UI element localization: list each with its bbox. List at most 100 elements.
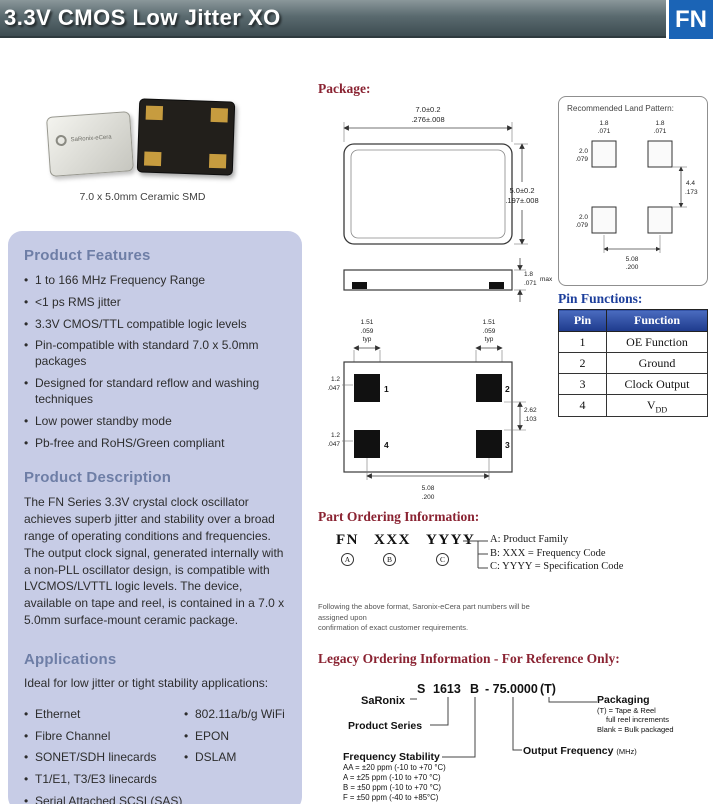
legacy-product-series-label: Product Series: [348, 720, 423, 732]
dim-pad-typ: typ: [485, 336, 494, 343]
ordering-heading: Part Ordering Information:: [318, 509, 480, 524]
dim-width-mm: 7.0±0.2: [416, 105, 441, 114]
description-text: The FN Series 3.3V crystal clock oscilla…: [24, 495, 285, 628]
application-item: EPON: [184, 729, 288, 745]
applications-heading: Applications: [24, 650, 117, 668]
series-badge-label: FN: [675, 5, 707, 33]
application-item: Serial Attached SCSI (SAS): [24, 794, 184, 804]
gold-pad-icon: [210, 107, 229, 123]
feature-item: Designed for standard reflow and washing…: [24, 376, 288, 408]
features-list: 1 to 166 MHz Frequency Range <1 ps RMS j…: [24, 273, 288, 451]
feature-item: 3.3V CMOS/TTL compatible logic levels: [24, 317, 288, 333]
dim-thick-mm: 1.8: [524, 271, 533, 278]
ordering-code-family: FN: [336, 532, 359, 548]
chip-photo-top: SaRonix-eCera: [46, 111, 134, 177]
legacy-output-frequency-label: Output Frequency (MHz): [523, 745, 637, 757]
chip-brand-label: SaRonix-eCera: [70, 134, 112, 144]
product-photos: SaRonix-eCera: [40, 92, 245, 188]
dim-gap-mm: 2.62: [524, 407, 537, 414]
feature-item: Pin-compatible with standard 7.0 x 5.0mm…: [24, 338, 288, 370]
ordering-label-b: B: XXX = Frequency Code: [490, 548, 606, 559]
package-heading: Package:: [318, 81, 371, 96]
column-header-function: Function: [606, 309, 708, 332]
legacy-code-stability: B: [470, 682, 480, 696]
dim-pad-w-in: .059: [361, 328, 374, 335]
lp-pad-w-mm: 1.8: [655, 120, 664, 127]
circle-c-icon: C: [436, 553, 449, 566]
feature-item: <1 ps RMS jitter: [24, 295, 288, 311]
series-badge: FN: [666, 0, 713, 42]
gold-pad-icon: [208, 153, 227, 169]
legacy-packaging-label: Packaging: [597, 694, 650, 706]
lp-pad-h-in: .079: [575, 222, 588, 229]
ordering-code: FN XXX YYYY: [336, 532, 475, 549]
applications-lists: Ethernet Fibre Channel SONET/SDH linecar…: [24, 698, 288, 804]
pin-cell: 4: [558, 393, 607, 418]
application-item: 802.11a/b/g WiFi: [184, 707, 288, 723]
table-header-row: Pin Function: [558, 309, 708, 332]
applications-col1: Ethernet Fibre Channel SONET/SDH linecar…: [24, 707, 184, 804]
land-pattern-heading: Recommended Land Pattern:: [567, 104, 674, 113]
ordering-label-a: A: Product Family: [490, 534, 569, 545]
column-header-pin: Pin: [558, 309, 607, 332]
land-pattern-drawing: 1.8 .071 1.8 .071 2.0 .079 2.0 .079 4.4 …: [575, 120, 698, 271]
pin-cell: 3: [558, 373, 607, 395]
table-row: 2 Ground: [558, 352, 708, 374]
circle-b-icon: B: [383, 553, 396, 566]
lp-hspan-in: .200: [626, 264, 639, 271]
header-bar: 3.3V CMOS Low Jitter XO: [0, 0, 713, 38]
pin-2-label: 2: [505, 384, 510, 394]
ordering-label-c: C: YYYY = Specification Code: [490, 561, 624, 572]
table-row: 3 Clock Output: [558, 373, 708, 395]
dim-gap-in: .103: [524, 416, 537, 423]
pin-3-label: 3: [505, 440, 510, 450]
applications-col2: 802.11a/b/g WiFi EPON DSLAM: [184, 707, 288, 804]
info-panel: Product Features 1 to 166 MHz Frequency …: [8, 231, 302, 804]
dim-height-in: .197±.008: [505, 196, 538, 205]
dim-pad-w-in: .059: [483, 328, 496, 335]
lp-pad-w-in: .071: [598, 128, 611, 135]
table-row: 4 VDD: [558, 393, 708, 418]
package-drawing: 7.0±0.2 .276±.008 5.0±0.2 .197±.008 1.8 …: [327, 105, 553, 501]
dim-pad-h-in: .047: [327, 385, 340, 392]
lp-pad-h-in: .079: [575, 156, 588, 163]
features-heading: Product Features: [24, 247, 151, 264]
lp-vspan-in: .173: [685, 189, 698, 196]
legacy-code-saronix: S: [417, 682, 426, 696]
lp-hspan-mm: 5.08: [626, 256, 639, 263]
legacy-packaging-block: Packaging (T) = Tape & Reel full reel in…: [597, 694, 709, 734]
chip-logo-icon: [55, 134, 68, 147]
pin-4-label: 4: [384, 440, 389, 450]
description-heading: Product Description: [24, 469, 172, 487]
applications-intro: Ideal for low jitter or tight stability …: [24, 675, 269, 690]
lp-pad-w-in: .071: [654, 128, 667, 135]
legacy-stability-block: Frequency Stability AA = ±20 ppm (-10 to…: [343, 751, 446, 803]
circle-a-icon: A: [341, 553, 354, 566]
legacy-code-series: 1613: [433, 682, 461, 696]
chip-photo-bottom: [136, 98, 236, 176]
dim-pad-typ: typ: [363, 336, 372, 343]
legacy-saronix-label: SaRonix: [361, 695, 406, 707]
table-row: 1 OE Function: [558, 331, 708, 353]
application-item: Fibre Channel: [24, 729, 184, 745]
lp-pad-w-mm: 1.8: [599, 120, 608, 127]
function-cell: Ground: [606, 352, 708, 374]
dim-pad-w-mm: 1.51: [483, 319, 496, 326]
pin-functions-heading: Pin Functions:: [558, 291, 643, 306]
pin-functions-table: Pin Function 1 OE Function 2 Ground 3 Cl…: [558, 309, 708, 418]
dim-pad-h-mm: 1.2: [331, 376, 340, 383]
feature-item: Low power standby mode: [24, 414, 288, 430]
dim-thick-note: max: [540, 276, 553, 283]
function-cell: Clock Output: [606, 373, 708, 395]
dim-width-in: .276±.008: [411, 115, 444, 124]
ordering-code-frequency: XXX: [374, 532, 411, 548]
photo-caption: 7.0 x 5.0mm Ceramic SMD: [79, 191, 206, 203]
application-item: SONET/SDH linecards: [24, 750, 184, 766]
dim-span-in: .200: [422, 494, 435, 501]
page-title: 3.3V CMOS Low Jitter XO: [4, 5, 281, 30]
dim-pad-h-in: .047: [327, 441, 340, 448]
dim-thick-in: .071: [524, 280, 537, 287]
dim-pad-h-mm: 1.2: [331, 432, 340, 439]
dim-span-mm: 5.08: [422, 485, 435, 492]
